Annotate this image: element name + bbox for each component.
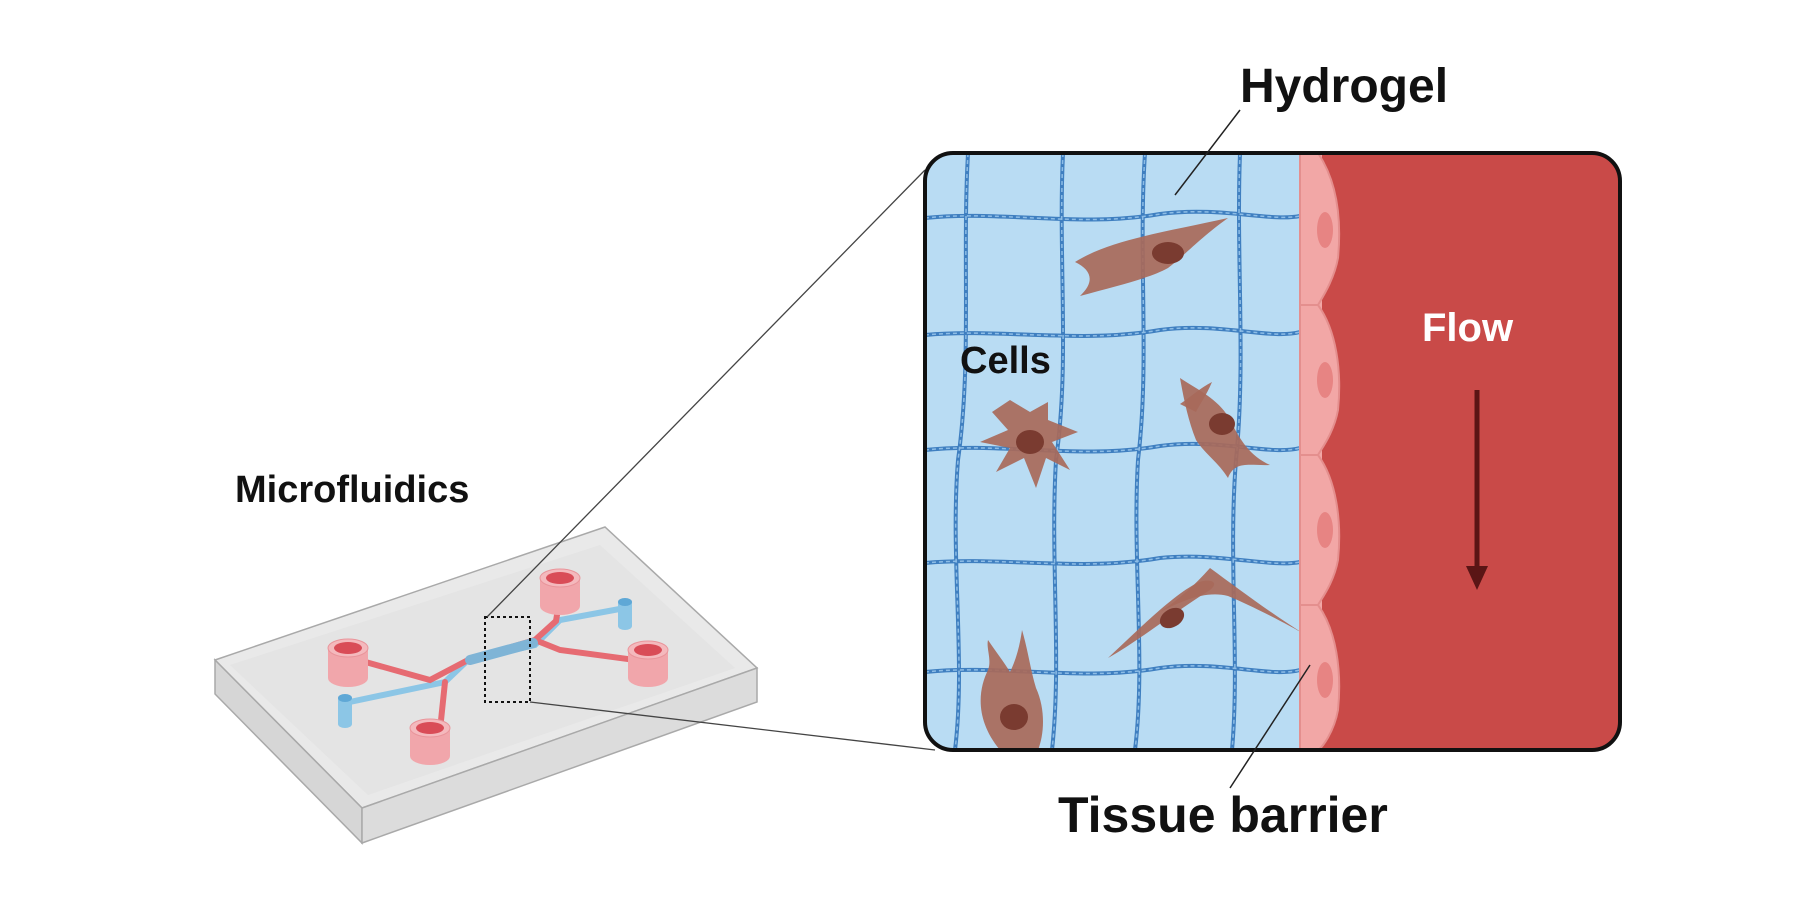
chip-right-face bbox=[361, 666, 758, 845]
zoom-region-box bbox=[484, 616, 531, 703]
tissue-barrier-label: Tissue barrier bbox=[1058, 787, 1388, 843]
hydrogel-cell-5 bbox=[980, 630, 1043, 750]
blue-port-right bbox=[618, 598, 632, 630]
blue-port-left bbox=[338, 694, 352, 728]
flow-channel bbox=[1300, 153, 1620, 750]
hydrogel-cell-4 bbox=[1108, 568, 1314, 658]
barrier-cell-1 bbox=[1299, 153, 1341, 306]
zoom-line-top bbox=[486, 169, 926, 618]
chip-central-chamber bbox=[465, 638, 538, 665]
microfluidic-chip bbox=[213, 526, 759, 845]
tissue-barrier-leader-line bbox=[1229, 664, 1311, 789]
red-reservoir-left bbox=[327, 638, 369, 687]
red-reservoir-right bbox=[627, 640, 669, 687]
zoom-line-bottom bbox=[529, 701, 936, 751]
hydrogel-cell-2 bbox=[980, 400, 1078, 488]
zoom-panel bbox=[925, 153, 1620, 750]
barrier-cell-2 bbox=[1299, 304, 1341, 456]
flow-arrow bbox=[1466, 390, 1488, 590]
barrier-cell-4 bbox=[1299, 604, 1341, 750]
cells-label: Cells bbox=[960, 340, 1051, 382]
tissue-barrier bbox=[1299, 153, 1341, 750]
hydrogel-leader-line bbox=[1174, 109, 1241, 196]
hydrogel-label: Hydrogel bbox=[1240, 60, 1448, 113]
hydrogel-cell-3 bbox=[1180, 378, 1270, 478]
red-reservoir-bottom bbox=[409, 718, 451, 765]
red-reservoir-top bbox=[539, 568, 581, 615]
microfluidics-label: Microfluidics bbox=[235, 469, 469, 511]
flow-label: Flow bbox=[1422, 306, 1514, 350]
hydrogel-cell-1 bbox=[1075, 218, 1228, 296]
zoom-panel-border bbox=[923, 151, 1622, 752]
barrier-cell-3 bbox=[1299, 454, 1341, 606]
chip-inner-floor bbox=[230, 545, 735, 795]
